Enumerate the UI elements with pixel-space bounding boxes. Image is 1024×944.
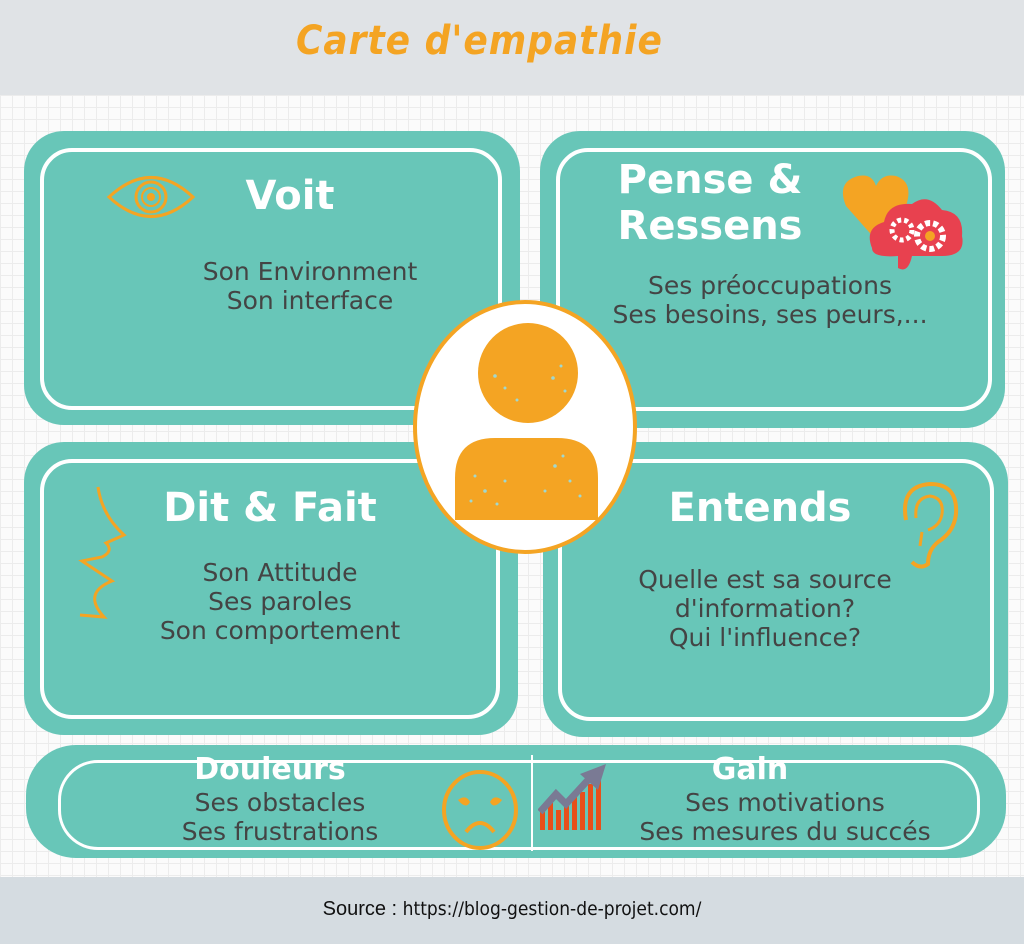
- entends-heading: Entends: [668, 485, 852, 531]
- bottom-panel-frame: [58, 760, 980, 850]
- entends-line: Quelle est sa source: [638, 565, 892, 594]
- source-line: Source : https://blog-gestion-de-projet.…: [0, 898, 1024, 921]
- dit-line: Ses paroles: [208, 587, 352, 616]
- entends-line: Qui l'influence?: [668, 623, 862, 652]
- voit-heading: Voit: [245, 173, 335, 219]
- eye-icon: [106, 176, 196, 218]
- quadrant-voit-frame: [40, 148, 502, 410]
- footer: [0, 877, 1024, 944]
- header: [0, 0, 1024, 95]
- person-icon: [413, 300, 637, 554]
- gain-line: Ses mesures du succés: [639, 817, 931, 846]
- growth-chart-icon: [538, 764, 606, 830]
- pense-heading-2: Ressens: [617, 203, 803, 249]
- quadrant-pense-frame: [556, 148, 992, 411]
- douleurs-heading: Douleurs: [194, 752, 346, 787]
- source-separator: :: [386, 898, 403, 920]
- quadrant-dit-frame: [40, 459, 500, 719]
- voit-line: Son Environment: [202, 257, 418, 286]
- pense-heading-1: Pense &: [617, 157, 803, 203]
- quadrant-entends-frame: [558, 459, 994, 721]
- douleurs-line: Ses frustrations: [181, 817, 379, 846]
- voit-line: Son interface: [226, 286, 394, 315]
- dit-heading: Dit & Fait: [163, 485, 377, 531]
- ear-icon: [903, 481, 959, 569]
- pense-line: Ses besoins, ses peurs,...: [612, 300, 928, 329]
- gain-line: Ses motivations: [685, 788, 885, 817]
- dit-line: Son Attitude: [202, 558, 358, 587]
- face-profile-icon: [78, 486, 127, 619]
- sad-face-icon: [442, 770, 518, 850]
- dit-line: Son comportement: [159, 616, 401, 645]
- entends-line: d'information?: [674, 594, 856, 623]
- source-url[interactable]: https://blog-gestion-de-projet.com/: [402, 898, 702, 920]
- douleurs-line: Ses obstacles: [194, 788, 366, 817]
- heart-gears-icon: [842, 175, 963, 270]
- pense-line: Ses préoccupations: [648, 271, 892, 300]
- page-title: Carte d'empathie: [296, 18, 663, 64]
- divider: [531, 755, 533, 851]
- source-label: Source: [322, 898, 386, 920]
- gain-heading: Gain: [711, 752, 789, 787]
